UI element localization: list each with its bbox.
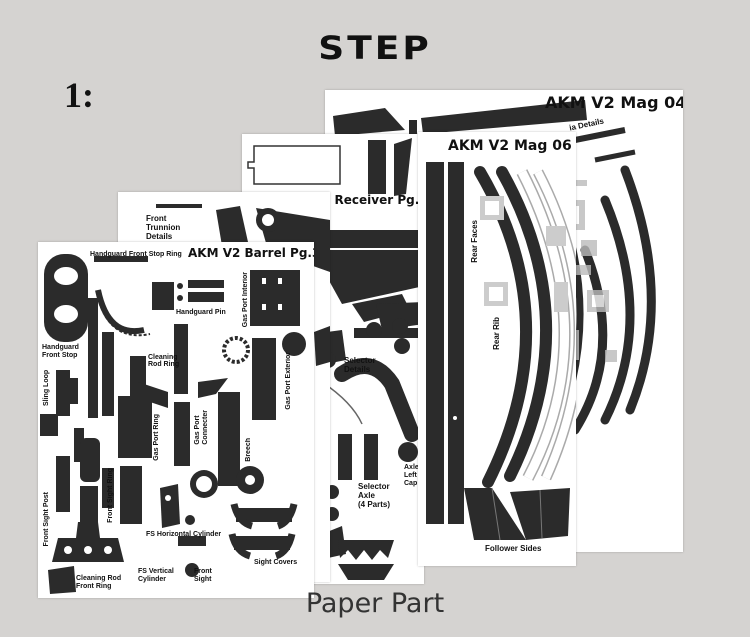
cleaning-rod-ring-label: Cleaning Rod Ring [148, 354, 180, 368]
sheet-barrel-pg3: AKM V2 Barrel Pg.3 Handguard Front Stop … [38, 242, 314, 598]
sheet-title: AKM V2 Barrel Pg.3 [188, 246, 314, 260]
axle-left-cap-label: Axle Left Cap [404, 464, 419, 487]
front-trunnion-details-label: Front Trunnion Details [146, 214, 181, 241]
sheet-title: AKM V2 Mag 04 [545, 93, 683, 112]
barrel-parts [40, 254, 306, 594]
fs-vertical-cylinder-label: FS Vertical Cylinder [138, 568, 174, 583]
fs-horizontal-cylinder-label: FS Horizontal Cylinder [146, 531, 222, 538]
sheet-title: AKM V2 Mag 06 [448, 138, 572, 154]
follower-sides-label: Follower Sides [485, 544, 542, 553]
mag-06-parts [426, 162, 576, 541]
handguard-front-stop-label: Handguard Front Stop [42, 344, 79, 359]
rear-rib-label: Rear Rib [492, 317, 501, 350]
selector-axle-label: Selector Axle (4 Parts) [358, 482, 391, 509]
rear-faces-label: Rear Faces [470, 220, 479, 263]
front-sight-ring-label: Front Sight Ring [107, 468, 114, 523]
step-number: 1: [64, 75, 94, 115]
front-sight-label: Front Sight [194, 568, 212, 583]
step-title: STEP [318, 30, 432, 67]
front-sight-post-label: Front Sight Post [43, 492, 50, 547]
breech-label: Breech [245, 438, 252, 462]
sheet-mag-06: AKM V2 Mag 06 Rear Faces Rear Rib Follow… [418, 132, 576, 566]
gas-port-interior-label: Gas Port Interior [242, 272, 249, 328]
caption: Paper Part [305, 588, 445, 619]
gas-port-exterior-label: Gas Port Exterior [285, 352, 292, 410]
gas-port-connector-label: Gas Port Connecter [194, 410, 209, 445]
handguard-front-stop-ring-label: Handguard Front Stop Ring [90, 251, 182, 258]
sling-loop-label: Sling Loop [43, 369, 50, 406]
cleaning-rod-front-ring-label: Cleaning Rod Front Ring [76, 575, 122, 590]
handguard-pin-label: Handguard Pin [176, 309, 226, 316]
selector-details-label: Selector Details [344, 356, 376, 374]
gas-port-ring-label: Gas Port Ring [153, 414, 160, 461]
sight-covers-label: Sight Covers [254, 559, 298, 566]
